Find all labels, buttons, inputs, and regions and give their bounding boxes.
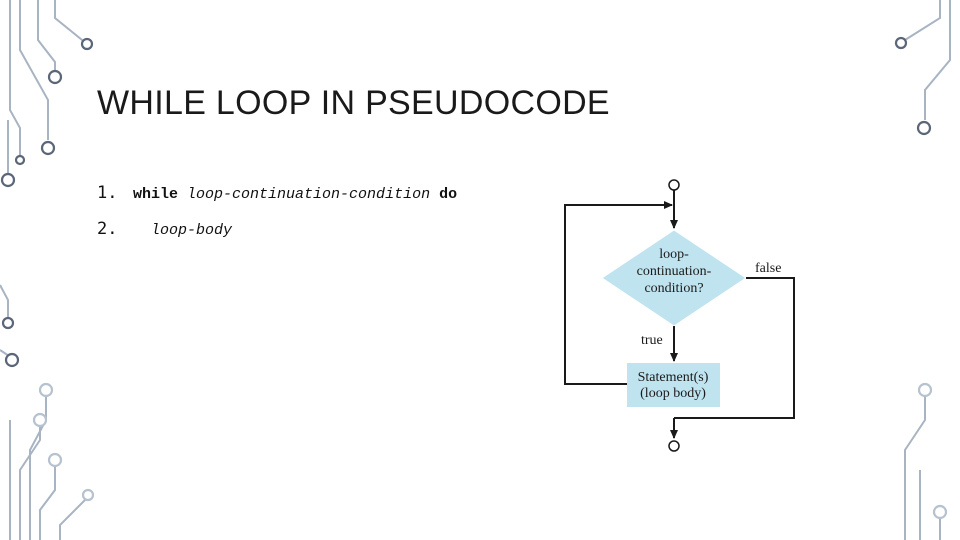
keyword-do: do — [439, 186, 458, 203]
decision-text-line-2: continuation- — [637, 264, 712, 279]
line-number: 1. — [97, 183, 118, 203]
false-branch-line — [674, 277, 795, 419]
loop-back-arrow — [564, 201, 673, 385]
start-terminal — [668, 179, 680, 191]
circuit-nodes-left — [0, 37, 94, 368]
slide-title: WHILE LOOP IN PSEUDOCODE — [97, 84, 610, 122]
pseudocode-line-1: 1. while loop-continuation-condition do — [97, 183, 457, 203]
circuit-lines-right — [904, 0, 951, 540]
circuit-nodes-right — [894, 36, 932, 136]
true-label: true — [641, 333, 663, 348]
end-terminal — [668, 440, 680, 452]
circuit-nodes-right-lower — [917, 382, 948, 520]
statement-box — [627, 363, 720, 407]
circuit-lines-left — [0, 0, 89, 540]
loop-body-text: loop-body — [151, 222, 233, 239]
false-label: false — [755, 261, 781, 276]
line-number: 2. — [97, 219, 118, 239]
decision-text-line-1: loop- — [659, 247, 689, 262]
pseudocode-line-2: 2. loop-body — [97, 219, 232, 239]
statement-text-line-2: (loop body) — [640, 386, 706, 401]
keyword-while: while — [133, 186, 179, 203]
condition-text: loop-continuation-condition — [187, 186, 431, 203]
circuit-nodes-left-lower — [32, 382, 95, 502]
statement-text-line-1: Statement(s) — [638, 370, 709, 385]
decision-text-line-3: condition? — [644, 281, 703, 296]
